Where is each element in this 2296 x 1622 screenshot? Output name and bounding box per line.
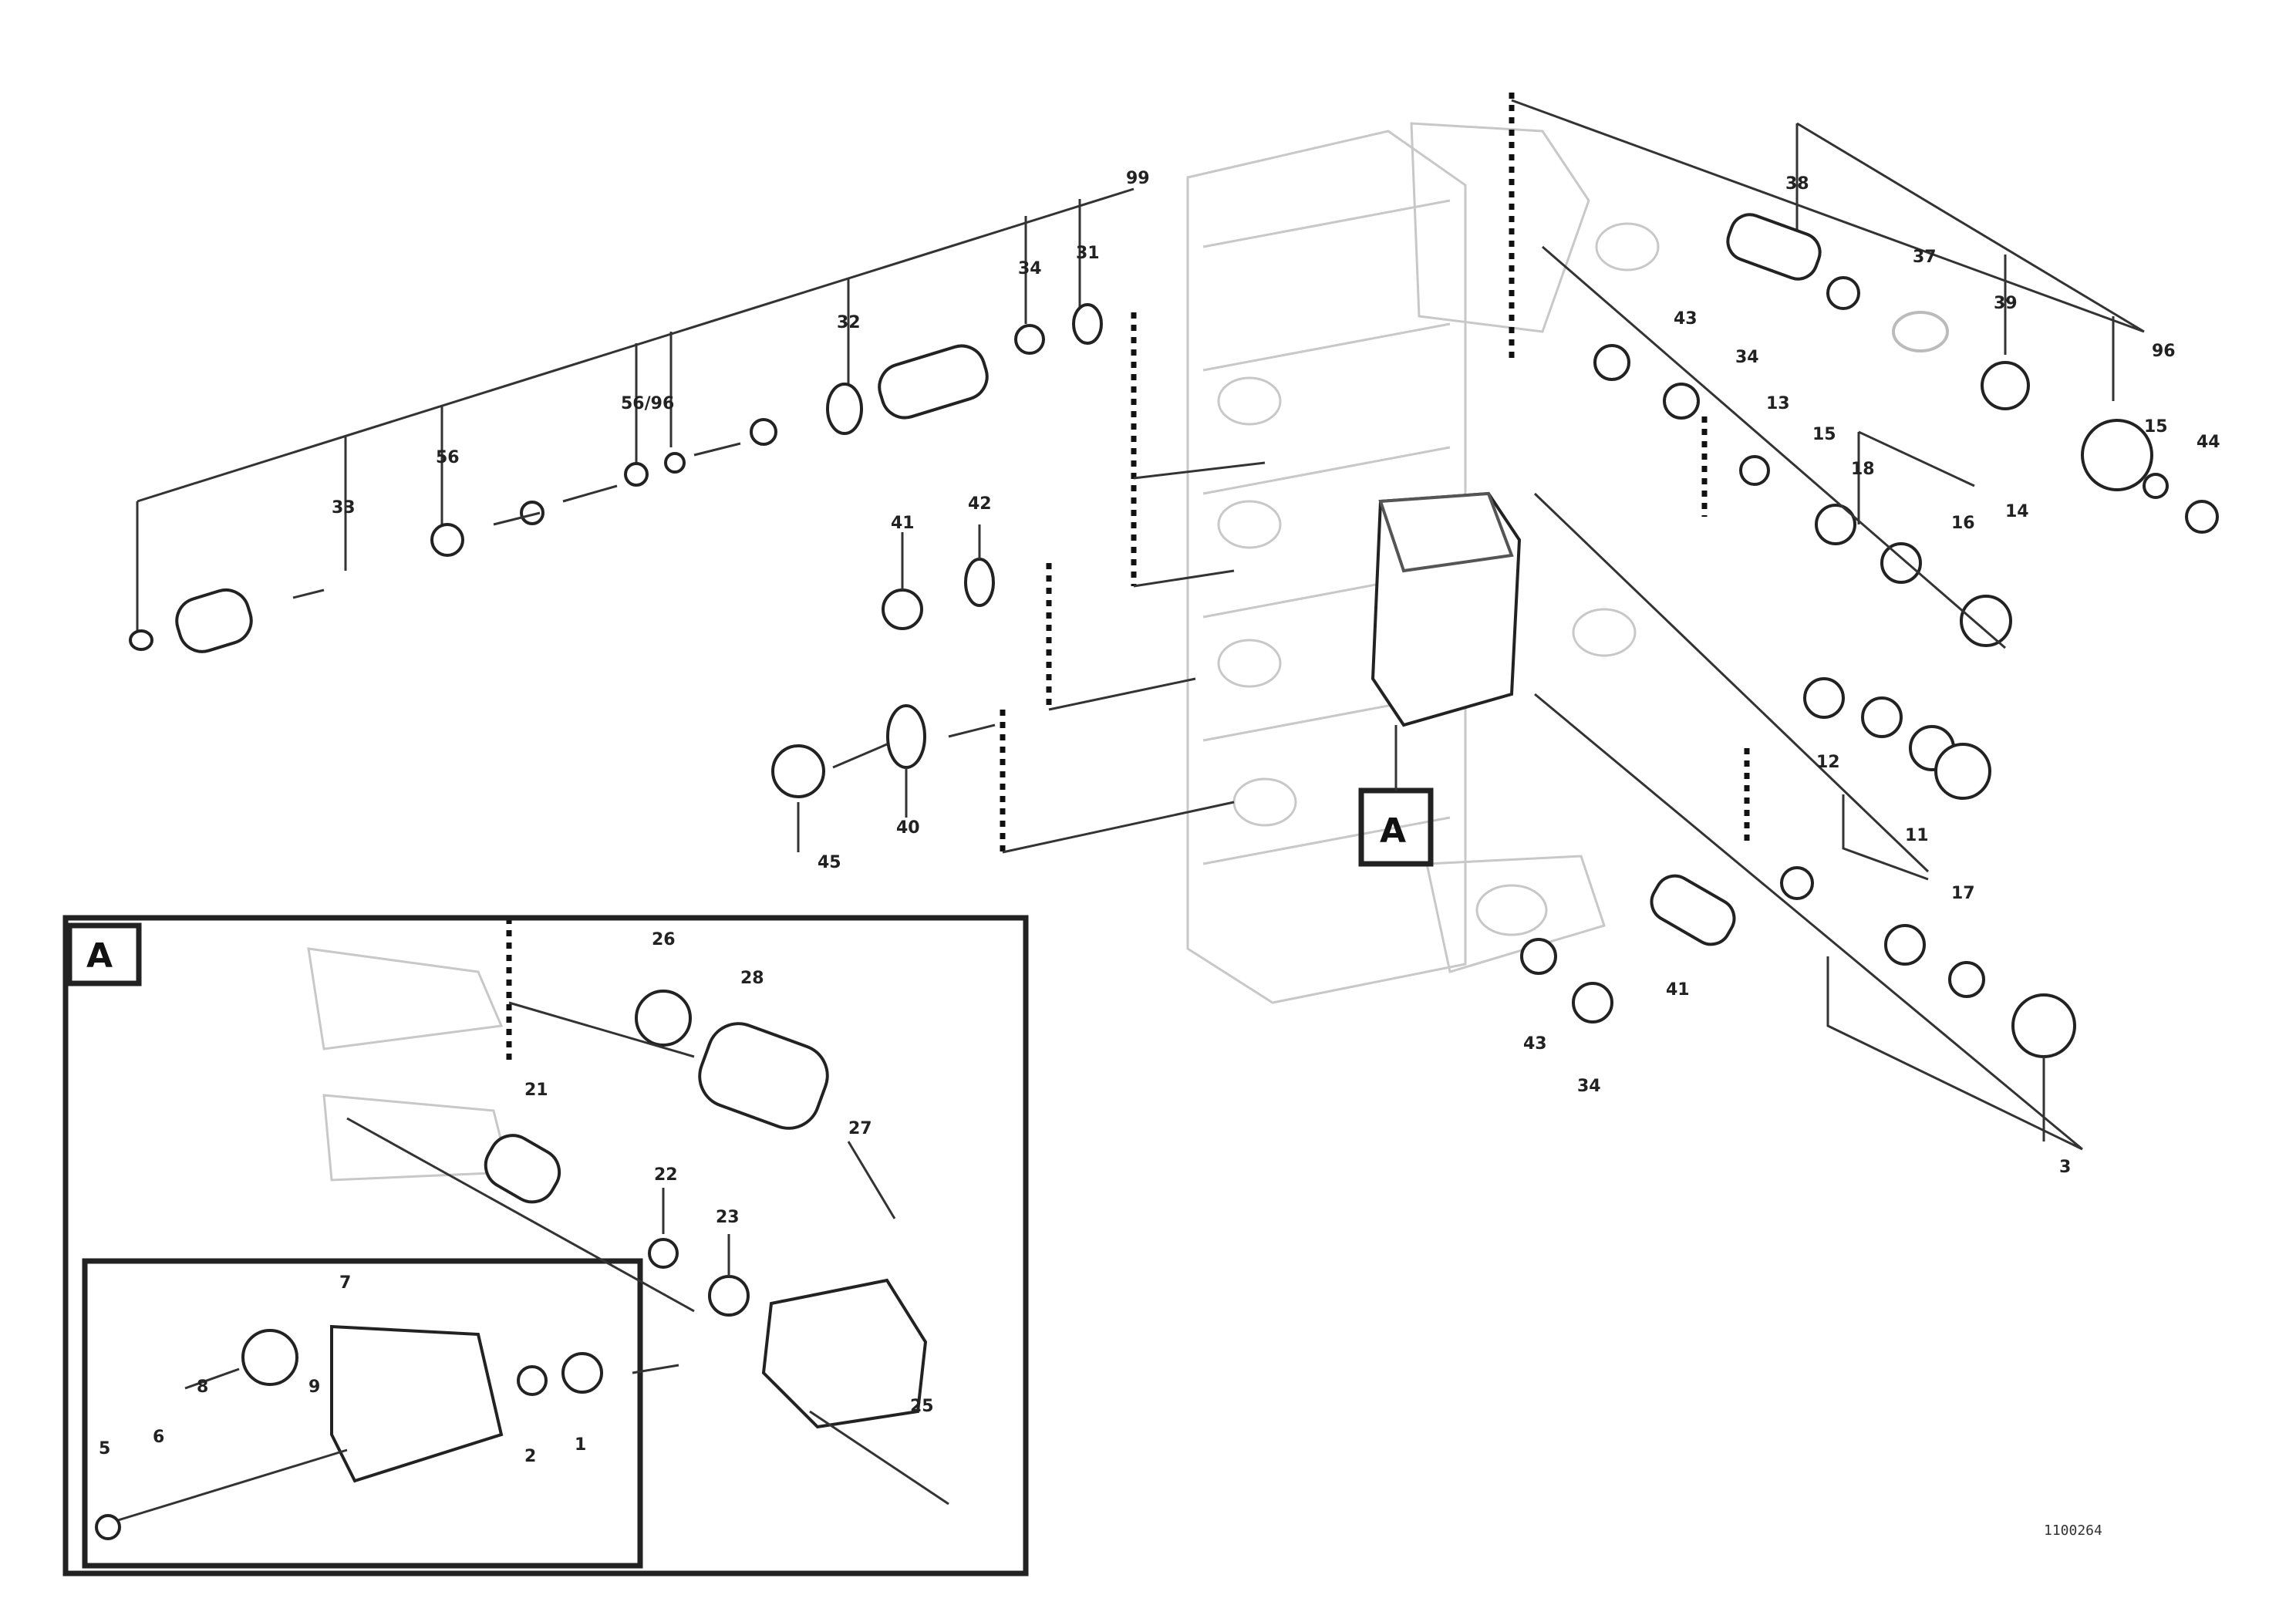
- label-14: 14: [2005, 502, 2029, 521]
- label-15: 15: [1812, 425, 1836, 444]
- right-side-parts: A: [1358, 99, 2219, 1151]
- middle-left-parts: [771, 524, 996, 852]
- label-34-right: 34: [1735, 348, 1759, 367]
- label-32: 32: [837, 313, 861, 332]
- label-33: 33: [332, 498, 356, 518]
- label-26: 26: [652, 930, 676, 949]
- part-labels: 99 31 34 32 56 56/96 33 41 42 45 40 38 3…: [99, 169, 2220, 1466]
- label-41-lower: 41: [1666, 980, 1690, 1000]
- label-43: 43: [1674, 309, 1698, 329]
- label-39: 39: [1994, 294, 2018, 313]
- label-40: 40: [896, 818, 920, 838]
- label-25: 25: [910, 1397, 934, 1416]
- label-27: 27: [848, 1119, 872, 1138]
- label-43-lower: 43: [1523, 1034, 1547, 1054]
- label-11: 11: [1905, 826, 1929, 845]
- label-34: 34: [1018, 259, 1042, 278]
- label-3: 3: [2059, 1158, 2071, 1177]
- label-23: 23: [716, 1208, 740, 1227]
- left-spool-assembly: [129, 187, 1135, 653]
- label-41: 41: [891, 514, 915, 533]
- label-28: 28: [740, 969, 764, 988]
- label-2: 2: [524, 1447, 536, 1466]
- label-37: 37: [1913, 248, 1937, 267]
- valve-block-outline: [1186, 122, 1660, 1004]
- detail-marker-label: A: [1380, 811, 1406, 851]
- label-21: 21: [524, 1081, 548, 1100]
- label-13: 13: [1766, 394, 1790, 413]
- label-7: 7: [339, 1273, 351, 1293]
- label-42: 42: [968, 494, 992, 514]
- label-22: 22: [654, 1165, 678, 1185]
- label-15-right: 15: [2144, 417, 2168, 437]
- label-8: 8: [197, 1378, 208, 1397]
- label-38: 38: [1785, 174, 1809, 194]
- label-1: 1: [575, 1435, 586, 1455]
- label-44: 44: [2197, 433, 2220, 452]
- label-12: 12: [1816, 753, 1840, 772]
- label-96: 96: [2152, 342, 2176, 361]
- label-16: 16: [1951, 514, 1975, 533]
- label-31: 31: [1076, 244, 1100, 263]
- label-9: 9: [308, 1378, 320, 1397]
- label-5: 5: [99, 1439, 110, 1458]
- dashed-leaders: [506, 93, 1750, 1064]
- label-17: 17: [1951, 884, 1975, 903]
- reference-code: 1100264: [2044, 1523, 2102, 1539]
- inset-marker-label: A: [86, 936, 113, 976]
- label-56: 56: [436, 448, 460, 467]
- label-99: 99: [1126, 169, 1150, 188]
- label-18: 18: [1851, 460, 1875, 479]
- label-34-lower: 34: [1577, 1077, 1601, 1096]
- label-6: 6: [153, 1428, 164, 1447]
- detail-inset-box: A: [62, 915, 1029, 1576]
- label-56-96: 56/96: [621, 394, 674, 413]
- label-45: 45: [818, 853, 841, 872]
